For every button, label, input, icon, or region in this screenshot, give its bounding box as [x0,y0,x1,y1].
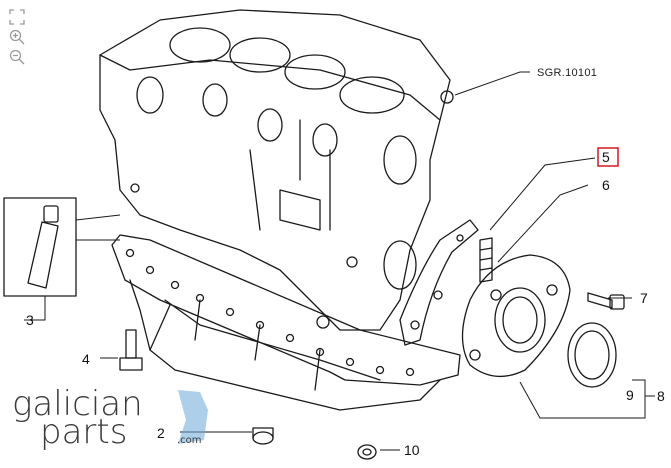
callout-6[interactable]: 6 [602,177,610,193]
oil-seal-ring [567,322,617,388]
callout-2[interactable]: 2 [157,425,165,441]
leader-lines [24,71,655,451]
screw-7 [587,292,625,310]
zoom-in-icon[interactable] [8,28,26,46]
zoom-out-icon[interactable] [8,48,26,66]
oil-pan [111,234,461,411]
rear-gasket [399,219,479,346]
callout-8[interactable]: 8 [657,388,665,404]
callout-4[interactable]: 4 [82,351,90,367]
watermark-line1: galician [12,384,143,424]
callout-9[interactable]: 9 [626,387,634,403]
watermark-logo: galician parts .com [12,384,208,452]
callout-10[interactable]: 10 [404,442,420,458]
sealant-tube [3,197,77,297]
drain-plug [252,427,274,445]
callout-3[interactable]: 3 [26,312,34,328]
fit-screen-icon[interactable] [8,8,26,26]
rear-seal-carrier [461,254,571,377]
engine-block [99,9,454,331]
stud [479,237,493,283]
washer-10 [357,444,377,460]
watermark-line2: parts [40,412,127,452]
highlight-box [597,147,619,167]
reference-code: SGR.10101 [537,67,597,79]
callout-7[interactable]: 7 [640,290,648,306]
watermark-suffix: .com [177,435,202,446]
callout-5[interactable]: 5 [602,149,610,165]
logo-accent-shape [178,390,208,444]
bolt-4 [119,329,143,371]
